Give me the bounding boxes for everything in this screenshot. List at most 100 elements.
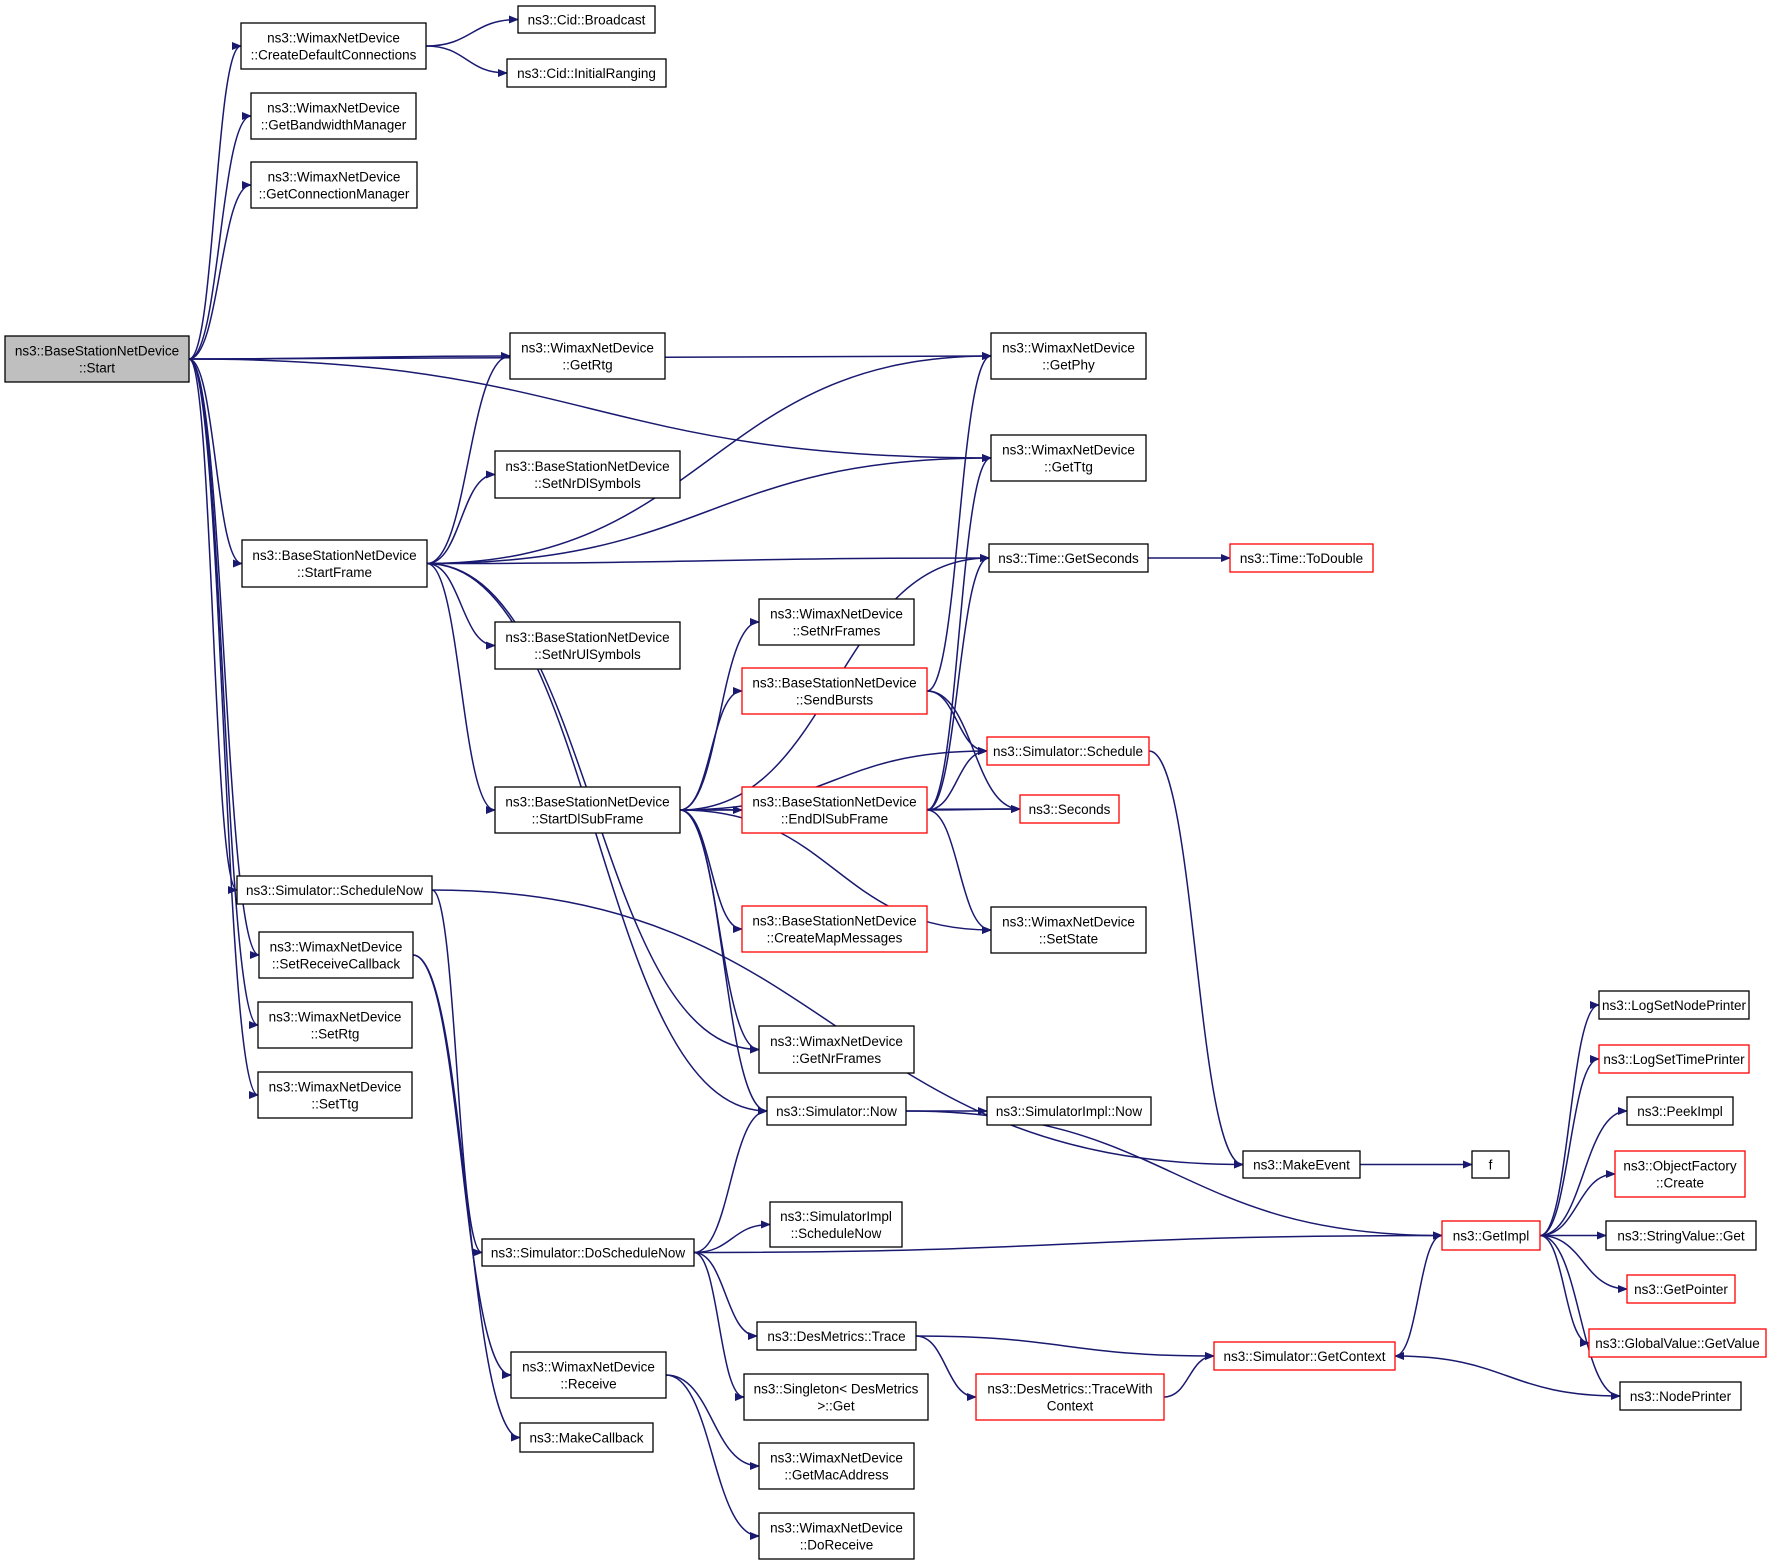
node-box [975,1373,1165,1421]
node-label: ns3::WimaxNetDevice [270,940,403,955]
node-label: ::ScheduleNow [791,1226,882,1241]
node-label: ns3::BaseStationNetDevice [505,630,669,645]
node-do-receive[interactable]: ns3::WimaxNetDevice::DoReceive [758,1512,915,1560]
node-create-default-connections[interactable]: ns3::WimaxNetDevice::CreateDefaultConnec… [240,22,427,70]
node-label: ns3::WimaxNetDevice [268,170,401,185]
node-string-value-get[interactable]: ns3::StringValue::Get [1605,1220,1757,1251]
node-start[interactable]: ns3::BaseStationNetDevice::Start [4,335,190,383]
node-box [741,905,928,953]
node-label: ::GetMacAddress [784,1468,889,1483]
edge-simulator-do-schedule-now-to-singleton-get [693,1251,745,1401]
node-des-metrics-trace[interactable]: ns3::DesMetrics::Trace [756,1321,917,1351]
node-object-factory-create[interactable]: ns3::ObjectFactory::Create [1614,1150,1746,1198]
node-get-rtg[interactable]: ns3::WimaxNetDevice::GetRtg [509,332,666,380]
node-label: ::SetNrFrames [793,624,881,639]
node-box [1598,990,1750,1020]
node-label: ns3::WimaxNetDevice [267,101,400,116]
node-label: ns3::WimaxNetDevice [770,1451,903,1466]
node-simulator-now[interactable]: ns3::Simulator::Now [766,1096,907,1126]
node-box [1626,1096,1734,1126]
node-get-impl[interactable]: ns3::GetImpl [1441,1220,1541,1251]
node-set-receive-callback[interactable]: ns3::WimaxNetDevice::SetReceiveCallback [258,931,414,979]
node-simulator-impl-now[interactable]: ns3::SimulatorImpl::Now [986,1096,1152,1126]
edge-start-to-simulator-schedule-now [188,358,238,894]
node-global-value-get-value[interactable]: ns3::GlobalValue::GetValue [1588,1328,1767,1358]
node-cid-broadcast[interactable]: ns3::Cid::Broadcast [517,5,656,34]
node-time-to-double[interactable]: ns3::Time::ToDouble [1229,543,1374,573]
node-box [258,931,414,979]
node-label: ::StartDlSubFrame [532,812,644,827]
node-box [990,906,1147,954]
node-f[interactable]: f [1471,1150,1510,1179]
node-cid-initial-ranging[interactable]: ns3::Cid::InitialRanging [506,58,667,88]
node-send-bursts[interactable]: ns3::BaseStationNetDevice::SendBursts [741,667,928,715]
node-label: ns3::BaseStationNetDevice [505,459,669,474]
node-get-phy[interactable]: ns3::WimaxNetDevice::GetPhy [990,332,1147,380]
node-get-mac-address[interactable]: ns3::WimaxNetDevice::GetMacAddress [758,1442,915,1490]
edge-start-to-get-rtg [188,352,511,361]
node-time-get-seconds[interactable]: ns3::Time::GetSeconds [988,543,1149,573]
edge-simulator-do-schedule-now-to-des-metrics-trace [693,1251,758,1340]
node-get-connection-manager[interactable]: ns3::WimaxNetDevice::GetConnectionManage… [250,161,418,209]
node-wimax-receive[interactable]: ns3::WimaxNetDevice::Receive [510,1351,667,1399]
node-simulator-impl-schedule-now[interactable]: ns3::SimulatorImpl::ScheduleNow [769,1201,903,1248]
node-label: ns3::WimaxNetDevice [267,31,400,46]
edge-get-impl-to-node-printer [1539,1234,1621,1400]
edge-wimax-receive-to-get-mac-address [665,1374,760,1470]
node-label: ns3::DesMetrics::Trace [767,1329,905,1344]
node-set-rtg[interactable]: ns3::WimaxNetDevice::SetRtg [257,1001,413,1049]
node-singleton-get[interactable]: ns3::Singleton< DesMetrics >::Get [743,1373,929,1421]
edge-simulator-do-schedule-now-to-simulator-now [693,1107,768,1254]
node-box [1605,1220,1757,1251]
node-box [257,1071,413,1119]
edge-start-frame-to-time-get-seconds [426,554,990,565]
node-box [743,1373,929,1421]
node-set-ttg[interactable]: ns3::WimaxNetDevice::SetTtg [257,1071,413,1119]
node-box [494,621,681,670]
node-label: ns3::GetPointer [1634,1282,1728,1297]
node-label: ns3::BaseStationNetDevice [15,344,179,359]
node-set-state[interactable]: ns3::WimaxNetDevice::SetState [990,906,1147,954]
node-seconds[interactable]: ns3::Seconds [1019,794,1120,824]
node-label: ns3::MakeCallback [529,1431,643,1446]
node-box [1441,1220,1541,1251]
edge-start-to-set-ttg [188,358,259,1099]
node-set-nr-ul-symbols[interactable]: ns3::BaseStationNetDevice::SetNrUlSymbol… [494,621,681,670]
node-set-nr-dl-symbols[interactable]: ns3::BaseStationNetDevice::SetNrDlSymbol… [494,450,681,499]
node-peek-impl[interactable]: ns3::PeekImpl [1626,1096,1734,1126]
edge-simulator-do-schedule-now-to-simulator-impl-schedule-now [693,1220,771,1254]
node-box [1614,1150,1746,1198]
node-box [236,875,433,905]
node-log-set-time-printer[interactable]: ns3::LogSetTimePrinter [1598,1044,1750,1074]
node-start-dl-subframe[interactable]: ns3::BaseStationNetDevice::StartDlSubFra… [494,786,681,834]
node-make-event[interactable]: ns3::MakeEvent [1242,1150,1361,1179]
edge-get-impl-to-object-factory-create [1539,1170,1616,1237]
node-get-ttg[interactable]: ns3::WimaxNetDevice::GetTtg [990,434,1147,482]
node-simulator-schedule-now[interactable]: ns3::Simulator::ScheduleNow [236,875,433,905]
node-get-pointer[interactable]: ns3::GetPointer [1626,1274,1736,1304]
node-label: ::SendBursts [796,693,874,708]
node-simulator-do-schedule-now[interactable]: ns3::Simulator::DoScheduleNow [481,1238,695,1267]
node-simulator-schedule[interactable]: ns3::Simulator::Schedule [986,736,1150,766]
node-end-dl-subframe[interactable]: ns3::BaseStationNetDevice::EndDlSubFrame [741,786,928,834]
node-box [1229,543,1374,573]
node-get-nr-frames[interactable]: ns3::WimaxNetDevice::GetNrFrames [758,1025,915,1074]
node-get-bandwidth-manager[interactable]: ns3::WimaxNetDevice::GetBandwidthManager [250,92,417,140]
node-box [1471,1150,1510,1179]
node-log-set-node-printer[interactable]: ns3::LogSetNodePrinter [1598,990,1750,1020]
edge-end-dl-subframe-to-simulator-schedule [926,747,988,811]
edge-end-dl-subframe-to-seconds [926,805,1021,814]
node-create-map-messages[interactable]: ns3::BaseStationNetDevice::CreateMapMess… [741,905,928,953]
node-simulator-get-context[interactable]: ns3::Simulator::GetContext [1213,1341,1396,1371]
node-label: ::CreateMapMessages [767,931,903,946]
node-set-nr-frames[interactable]: ns3::WimaxNetDevice::SetNrFrames [758,598,915,646]
node-start-frame[interactable]: ns3::BaseStationNetDevice::StartFrame [241,539,428,588]
node-node-printer[interactable]: ns3::NodePrinter [1619,1381,1742,1411]
edge-simulator-now-to-get-impl [905,1110,1443,1240]
edge-get-impl-to-global-value-get-value [1539,1234,1590,1347]
edge-get-impl-to-log-set-node-printer [1539,1001,1600,1237]
node-label: ::GetBandwidthManager [261,118,407,133]
node-make-callback[interactable]: ns3::MakeCallback [519,1422,654,1453]
